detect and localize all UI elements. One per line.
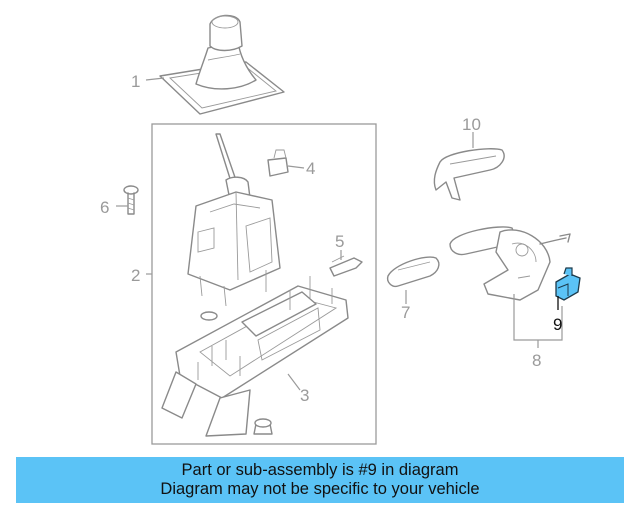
callout-9-highlighted: 9 (553, 315, 562, 334)
callout-labels: 1 2 3 4 5 6 7 8 9 10 (100, 72, 562, 405)
callout-6: 6 (100, 198, 109, 217)
callout-7: 7 (401, 303, 410, 322)
callout-10: 10 (462, 115, 481, 134)
part-3-console-bracket (161, 276, 349, 437)
part-10-lever-cover (433, 148, 505, 201)
parts-diagram: 1 2 3 4 5 6 7 8 9 10 (100, 14, 581, 445)
part-7-grip (386, 256, 440, 288)
callout-2: 2 (131, 266, 140, 285)
info-banner: Part or sub-assembly is #9 in diagram Di… (16, 457, 624, 503)
part-2-shifter-assembly (187, 133, 281, 321)
callout-8: 8 (532, 351, 541, 370)
banner-line-2: Diagram may not be specific to your vehi… (160, 480, 480, 498)
leader-lines (116, 77, 563, 391)
callout-3: 3 (300, 386, 309, 405)
callout-4: 4 (306, 159, 315, 178)
banner-line-1: Part or sub-assembly is #9 in diagram (181, 461, 459, 479)
part-5-bracket (329, 255, 363, 277)
callout-1: 1 (131, 72, 140, 91)
part-2-group-box (151, 123, 377, 445)
callout-5: 5 (335, 232, 344, 251)
part-8-brake-lever-assembly (449, 226, 571, 301)
part-4-clip (267, 149, 289, 177)
part-1-shift-boot (159, 14, 285, 115)
part-9-switch-highlighted (555, 267, 581, 301)
part-6-bolt (123, 185, 139, 215)
